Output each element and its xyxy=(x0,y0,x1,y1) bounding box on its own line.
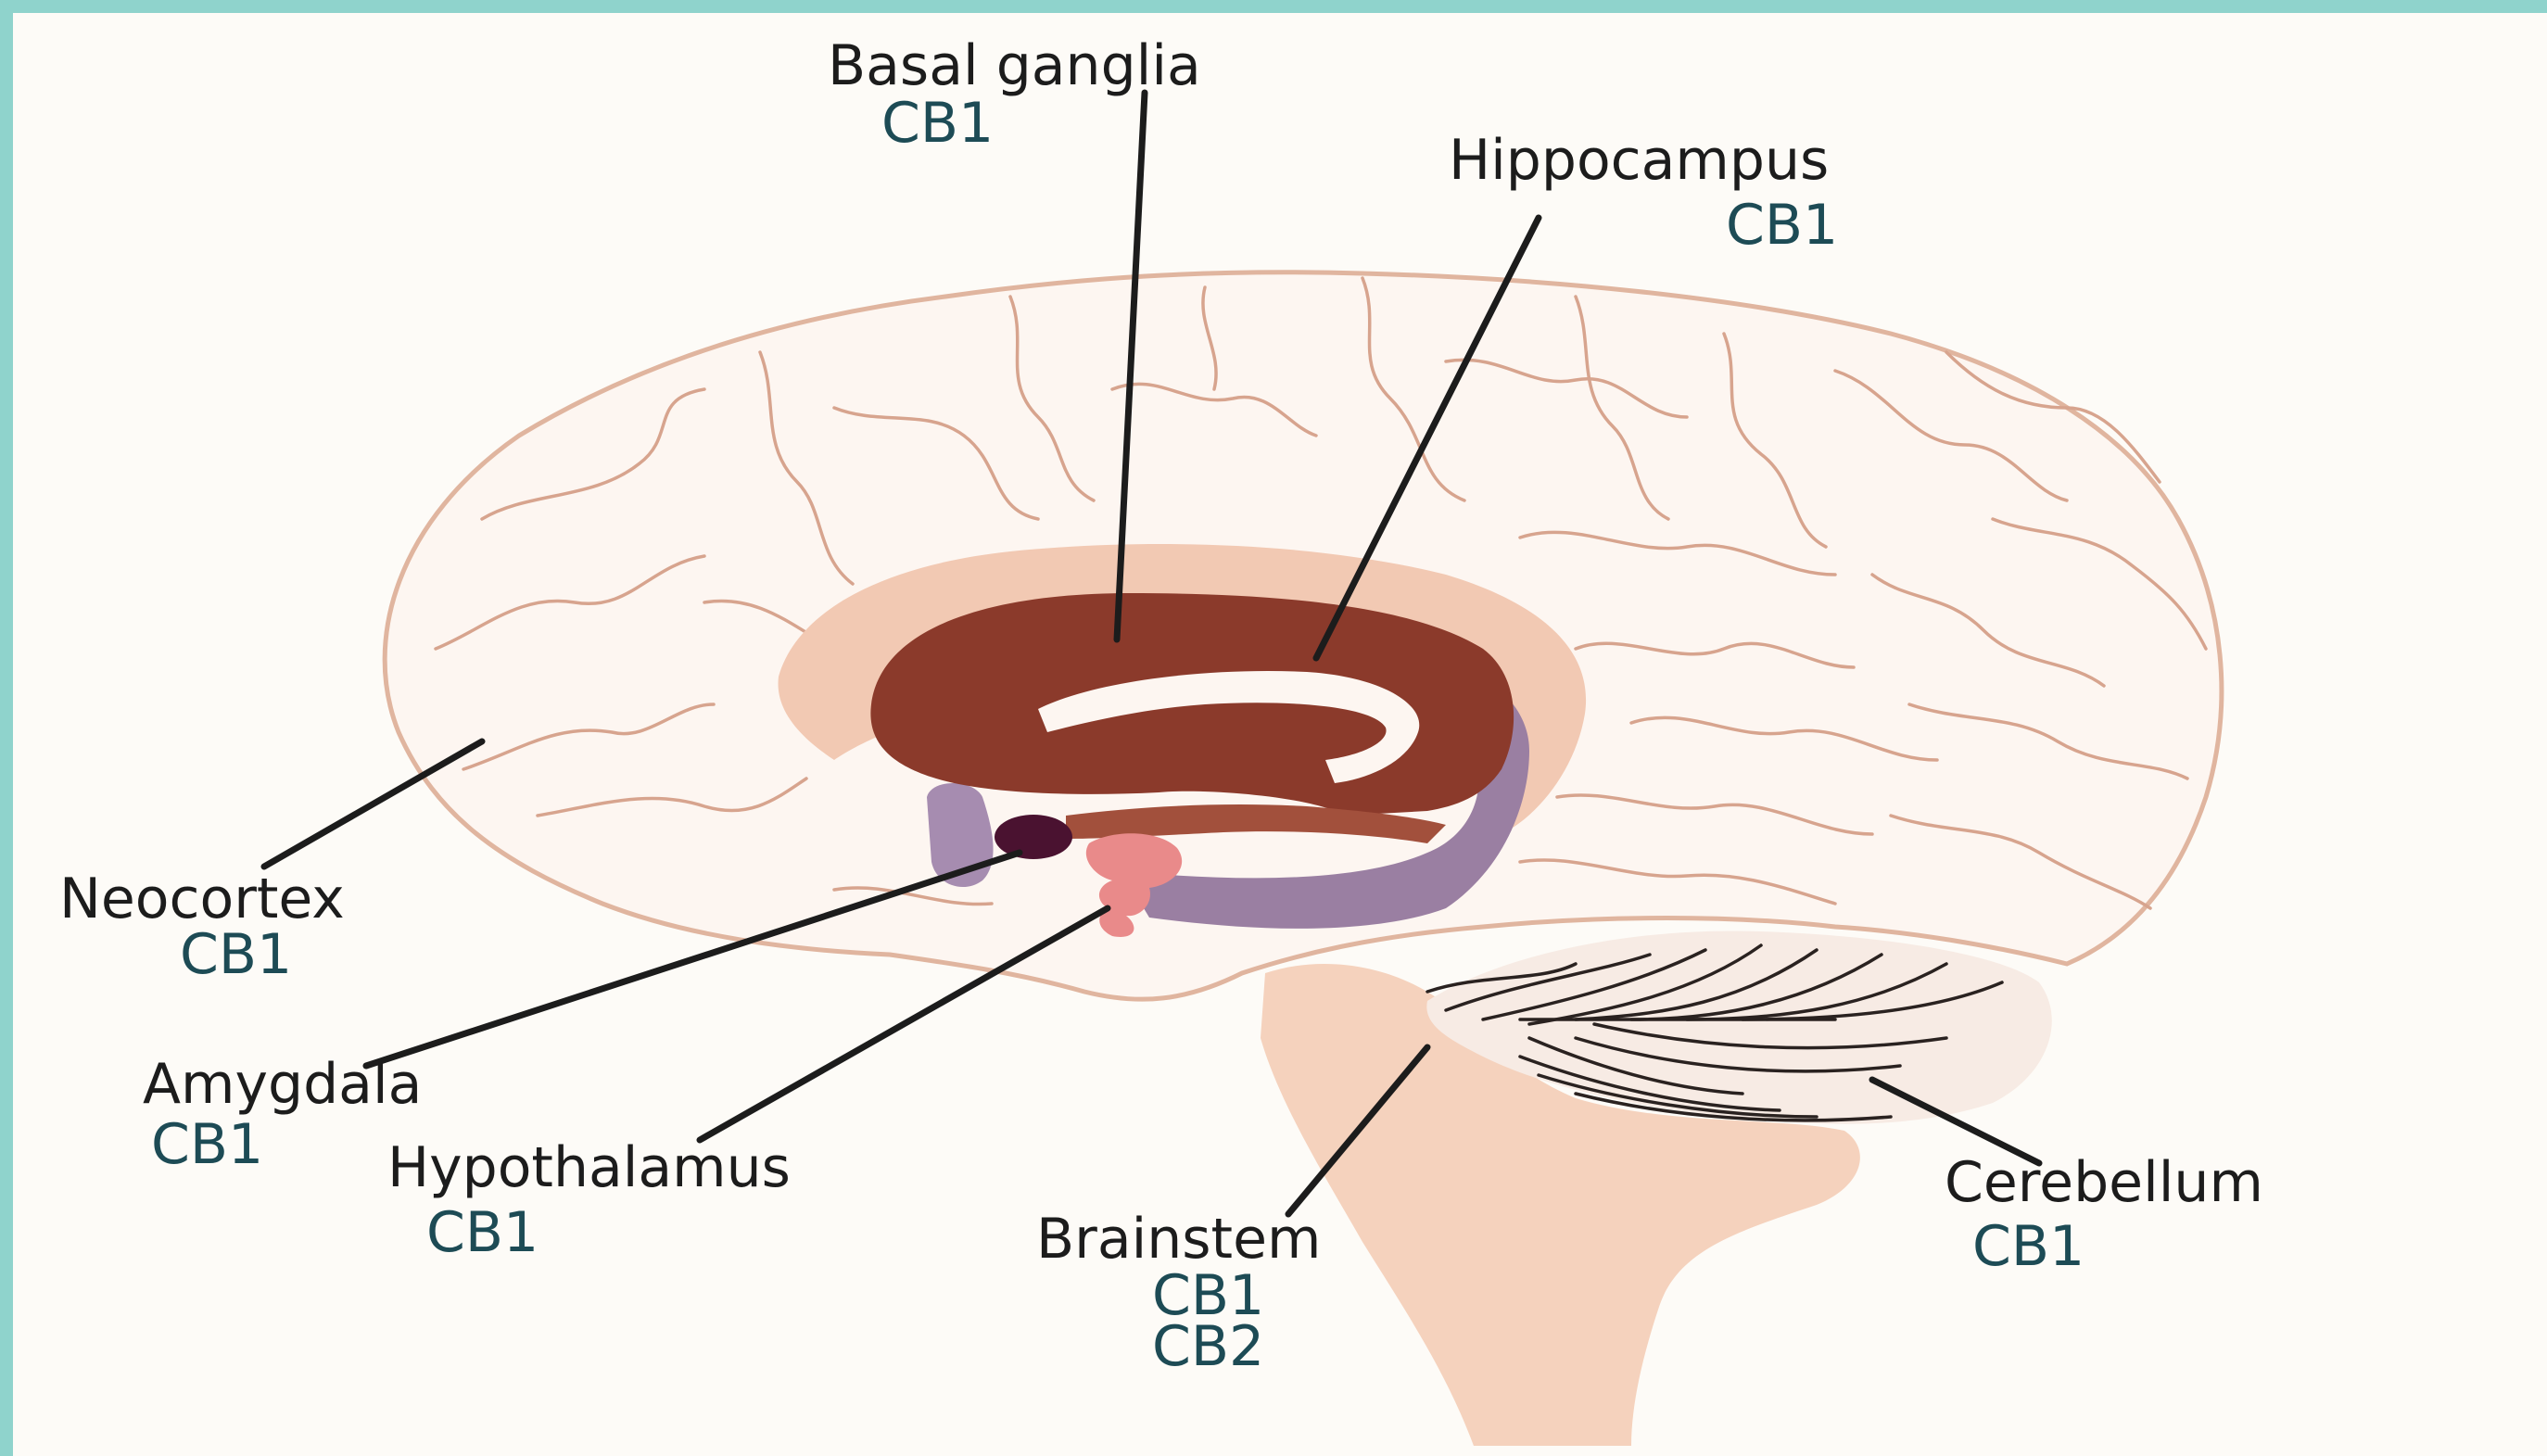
label-brainstem-name: Brainstem xyxy=(1036,1207,1321,1272)
label-hypothalamus-name: Hypothalamus xyxy=(387,1135,791,1200)
label-neocortex-receptor: CB1 xyxy=(180,922,292,987)
label-hippocampus-receptor: CB1 xyxy=(1726,193,1838,258)
label-basal-ganglia-receptor: CB1 xyxy=(881,91,994,156)
label-brainstem-receptor-cb2: CB2 xyxy=(1152,1314,1264,1379)
label-hippocampus-name: Hippocampus xyxy=(1449,128,1829,193)
label-cerebellum-name: Cerebellum xyxy=(1945,1150,2263,1215)
label-amygdala-receptor: CB1 xyxy=(151,1112,263,1177)
label-cerebellum-receptor: CB1 xyxy=(1972,1214,2084,1279)
amygdala-shape xyxy=(995,815,1072,859)
label-amygdala-name: Amygdala xyxy=(143,1052,422,1117)
label-basal-ganglia-name: Basal ganglia xyxy=(828,33,1201,98)
label-hypothalamus-receptor: CB1 xyxy=(426,1200,539,1265)
